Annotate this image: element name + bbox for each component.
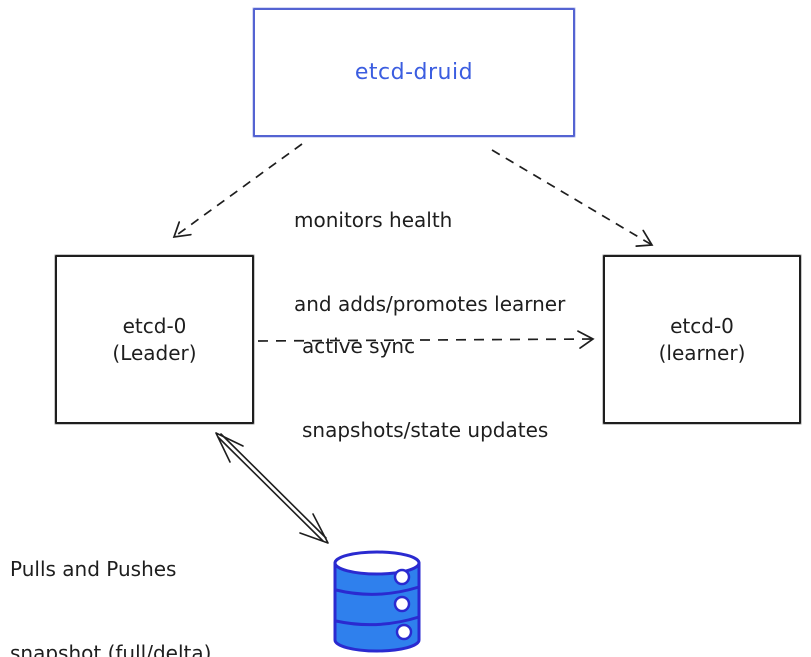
node-etcd-leader: etcd-0 (Leader) bbox=[55, 255, 254, 424]
node-etcd-druid: etcd-druid bbox=[253, 8, 575, 137]
edge-monitor-label-line2: and adds/promotes learner bbox=[294, 292, 566, 316]
node-etcd-druid-label: etcd-druid bbox=[354, 60, 474, 85]
database-dot-1 bbox=[393, 568, 411, 586]
node-etcd-learner-role: (learner) bbox=[658, 340, 746, 365]
edge-monitor-label-line1: monitors health bbox=[294, 208, 453, 232]
database-separator-1 bbox=[334, 585, 421, 596]
database-dot-3 bbox=[395, 623, 413, 641]
edge-sync-label-line1: active sync bbox=[302, 334, 416, 358]
node-etcd-learner: etcd-0 (learner) bbox=[603, 255, 801, 424]
database-icon bbox=[333, 550, 421, 653]
edge-snapshot-label-line2: snapshot (full/delta) bbox=[10, 641, 212, 657]
edge-snapshot-arrow bbox=[215, 432, 329, 544]
node-etcd-leader-role: (Leader) bbox=[112, 340, 197, 365]
database-top-ellipse bbox=[333, 550, 421, 576]
node-etcd-learner-name: etcd-0 bbox=[670, 313, 734, 338]
edge-snapshot-label: Pulls and Pushes snapshot (full/delta) bbox=[10, 499, 211, 657]
edge-sync-label: active sync snapshots/state updates bbox=[302, 276, 548, 500]
node-etcd-leader-name: etcd-0 bbox=[122, 313, 187, 338]
edge-sync-arrow bbox=[257, 330, 595, 349]
edge-monitor-left-arrow bbox=[172, 143, 303, 239]
edge-snapshot-label-line1: Pulls and Pushes bbox=[10, 557, 177, 581]
edge-monitor-label: monitors health and adds/promotes learne… bbox=[294, 150, 565, 374]
database-separator-2 bbox=[334, 615, 421, 627]
database-dot-2 bbox=[393, 595, 411, 613]
edge-sync-label-line2: snapshots/state updates bbox=[302, 418, 549, 442]
